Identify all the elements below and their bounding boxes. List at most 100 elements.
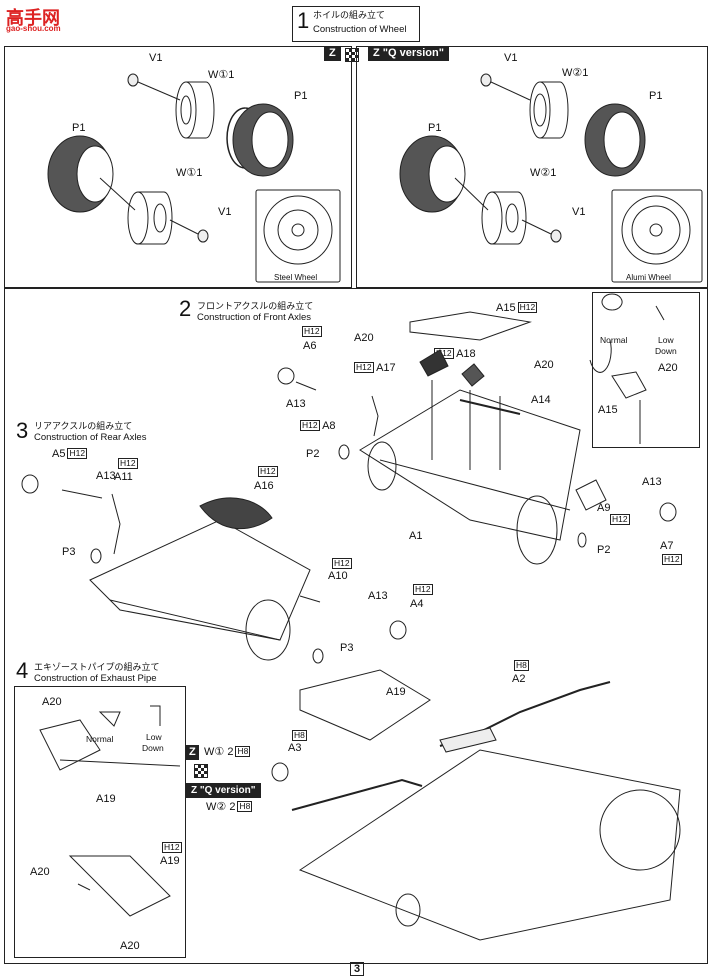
label-a14: A14 — [531, 394, 551, 406]
z-qversion-badge: Z "Q version" — [186, 783, 261, 798]
step2-number: 2 — [179, 296, 192, 321]
inset-normal-label: Normal — [600, 335, 628, 345]
label-a8: H12 A8 — [300, 420, 336, 432]
h-runner-box: H12 — [118, 458, 138, 469]
h-runner-box: H8 — [514, 660, 529, 671]
step2-title-jp: フロントアクスルの組み立て — [197, 301, 314, 311]
label-a20: A20 — [30, 866, 50, 878]
label-a2: A2 — [512, 673, 526, 685]
step2-title-en: Construction of Front Axles — [197, 312, 312, 323]
label-a11: A11 — [114, 471, 133, 483]
label-a20: A20 — [658, 362, 678, 374]
watermark-logo: 高手网 — [6, 8, 60, 28]
label-h8: H8 — [512, 660, 529, 672]
label-h12: H12 — [300, 326, 322, 338]
label-a19: A19 — [160, 855, 180, 867]
label-a20: A20 — [354, 332, 374, 344]
label-h12: H12 — [256, 466, 278, 478]
label-p3: P3 — [340, 642, 354, 654]
step4-title-en: Construction of Exhaust Pipe — [34, 673, 157, 684]
label-a15: A15 — [598, 404, 618, 416]
h-runner-box: H12 — [610, 514, 630, 525]
label-h12: H12 — [330, 558, 352, 570]
h-runner-box: H12 — [413, 584, 433, 595]
step1-left-drawing — [47, 73, 341, 283]
inset-low-label: Low — [146, 732, 162, 742]
step4-drawing — [39, 669, 681, 941]
page-number: 3 — [354, 963, 361, 975]
label-v1: V1 — [504, 52, 518, 64]
step2-drawing — [277, 293, 677, 565]
label-w11: W①1 — [208, 69, 235, 81]
step1-title-jp: ホイルの組み立て — [313, 10, 386, 20]
main-frame — [4, 288, 708, 964]
h-runner-box: H12 — [662, 554, 682, 565]
watermark-url: gao-shou.com — [6, 24, 61, 33]
label-a9: A9 — [597, 502, 611, 514]
label-h12: H12 — [116, 458, 138, 470]
z-badge: Z — [324, 46, 341, 61]
label-a13: A13 — [286, 398, 306, 410]
label-a19: A19 — [96, 793, 116, 805]
step1-right-frame — [356, 46, 708, 288]
paint-flag-icon — [345, 48, 359, 62]
label-p1: P1 — [649, 90, 663, 102]
steel-wheel-caption: Steel Wheel — [274, 273, 318, 282]
step1-left-frame — [4, 46, 352, 288]
step4-title-jp: エキゾーストパイプの組み立て — [34, 662, 160, 672]
label-v1: V1 — [218, 206, 232, 218]
inset-down-label: Down — [655, 346, 677, 356]
label-a3: A3 — [288, 742, 302, 754]
label-a4: A4 — [410, 598, 424, 610]
step4-number: 4 — [16, 658, 29, 683]
step4-inset-frame — [14, 686, 186, 958]
label-v1: V1 — [572, 206, 586, 218]
label-h12: H12 — [660, 554, 682, 566]
label-a19: A19 — [386, 686, 406, 698]
label-p2: P2 — [306, 448, 320, 460]
label-p1: P1 — [72, 122, 86, 134]
alumi-wheel-caption: Alumi Wheel — [626, 273, 671, 282]
h-runner-box: H12 — [332, 558, 352, 569]
step3-number: 3 — [16, 418, 29, 443]
step2-inset-frame — [592, 292, 700, 448]
page-number-box — [350, 962, 364, 976]
label-h12: H12 — [160, 842, 182, 854]
h-runner-box: H12 — [300, 420, 320, 431]
step3-drawing — [21, 474, 407, 664]
label-a20: A20 — [534, 359, 554, 371]
label-a20: A20 — [42, 696, 62, 708]
label-a20: A20 — [120, 940, 140, 952]
label-a1: A1 — [409, 530, 423, 542]
label-v1: V1 — [149, 52, 163, 64]
label-a16: A16 — [254, 480, 274, 492]
inset-low-label: Low — [658, 335, 674, 345]
label-w21: W②1 — [530, 167, 557, 179]
step3-title-jp: リアアクスルの組み立て — [34, 421, 133, 431]
label-h12: H12 — [608, 514, 630, 526]
label-h12: H12 — [411, 584, 433, 596]
h-runner-box: H8 — [235, 746, 251, 757]
step1-header-box — [292, 6, 420, 42]
h-runner-box: H12 — [517, 302, 538, 313]
label-w11: W①1 — [176, 167, 203, 179]
label-p1: P1 — [428, 122, 442, 134]
step1-number: 1 — [297, 8, 310, 33]
label-w21: W②1 — [562, 67, 589, 79]
h-runner-box: H8 — [237, 801, 253, 812]
label-h8: H8 — [290, 730, 307, 742]
label-a17: H12 A17 — [354, 362, 396, 374]
inset-normal-label: Normal — [86, 734, 114, 744]
label-a6: A6 — [303, 340, 317, 352]
step1-title-en: Construction of Wheel — [313, 24, 407, 35]
label-p1: P1 — [294, 90, 308, 102]
z-badge: Z — [186, 745, 199, 760]
step3-title-en: Construction of Rear Axles — [34, 432, 147, 443]
label-a13: A13 — [96, 470, 116, 482]
